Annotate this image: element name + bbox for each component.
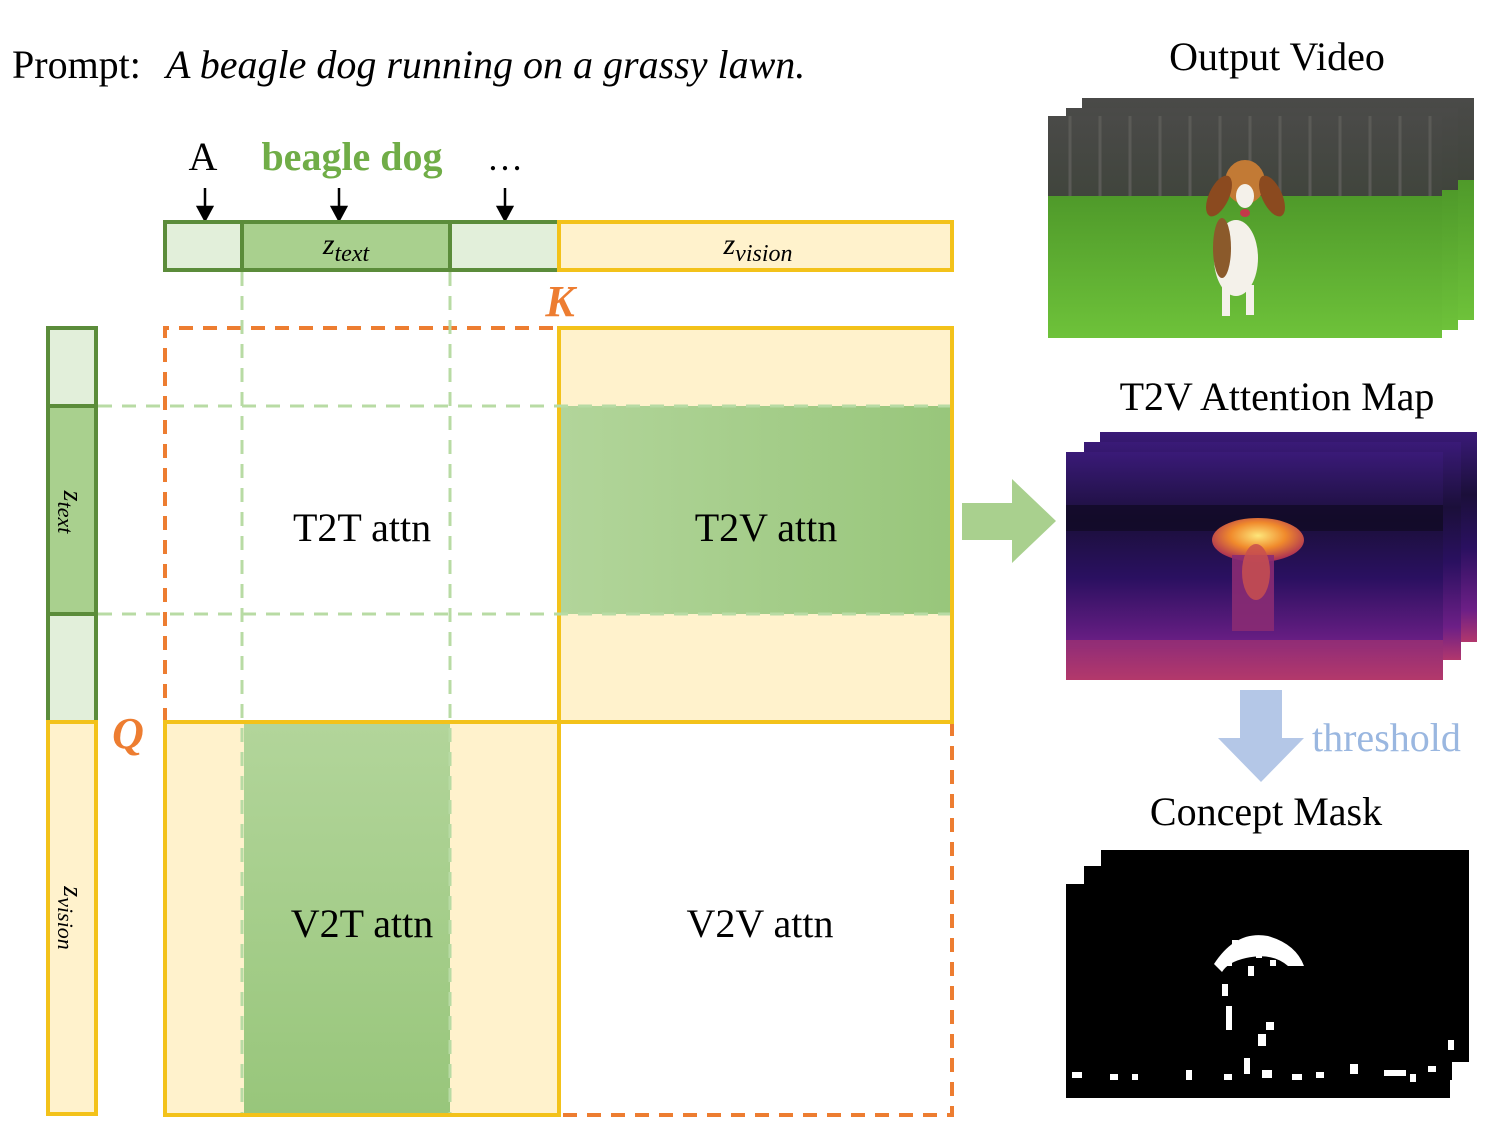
threshold-arrow xyxy=(1218,690,1304,782)
threshold-label: threshold xyxy=(1312,715,1461,760)
token-concept: beagle dog xyxy=(261,134,442,179)
key-sequence xyxy=(163,220,954,272)
v2t-highlight xyxy=(244,724,450,1113)
mask-frame xyxy=(1066,884,1450,1098)
attention-map-frames xyxy=(1066,432,1477,680)
concept-mask-title: Concept Mask xyxy=(1150,789,1382,834)
k-label: K xyxy=(544,277,577,326)
attention-blob xyxy=(1212,518,1304,631)
output-video-frames xyxy=(1048,98,1474,338)
query-zvision-label: zvision xyxy=(53,885,88,949)
query-sequence xyxy=(46,326,98,1116)
concept-mask-frames xyxy=(1066,850,1469,1098)
v2t-label: V2T attn xyxy=(291,901,434,946)
token-ellipsis: … xyxy=(487,138,523,178)
attention-matrix xyxy=(98,272,954,1117)
v2v-block-border xyxy=(559,722,954,1117)
t2v-highlight xyxy=(561,406,950,614)
attention-map-title: T2V Attention Map xyxy=(1120,374,1435,419)
mask-shape xyxy=(1072,935,1454,1082)
dog-figure xyxy=(1206,160,1285,316)
t2v-label: T2V attn xyxy=(695,505,838,550)
token-arrows xyxy=(195,188,515,223)
prompt-label: Prompt: xyxy=(12,42,141,87)
key-zvision-label: zvision xyxy=(722,228,792,267)
right-arrow xyxy=(962,479,1056,563)
q-label: Q xyxy=(112,709,144,758)
query-ztext-label: ztext xyxy=(53,490,88,535)
key-ztext-label: ztext xyxy=(322,228,371,267)
prompt-text: A beagle dog running on a grassy lawn. xyxy=(163,42,805,87)
t2t-block-border xyxy=(163,326,559,722)
output-video-title: Output Video xyxy=(1169,34,1385,79)
token-a: A xyxy=(189,134,218,179)
v2v-label: V2V attn xyxy=(686,901,833,946)
t2t-label: T2T attn xyxy=(293,505,431,550)
